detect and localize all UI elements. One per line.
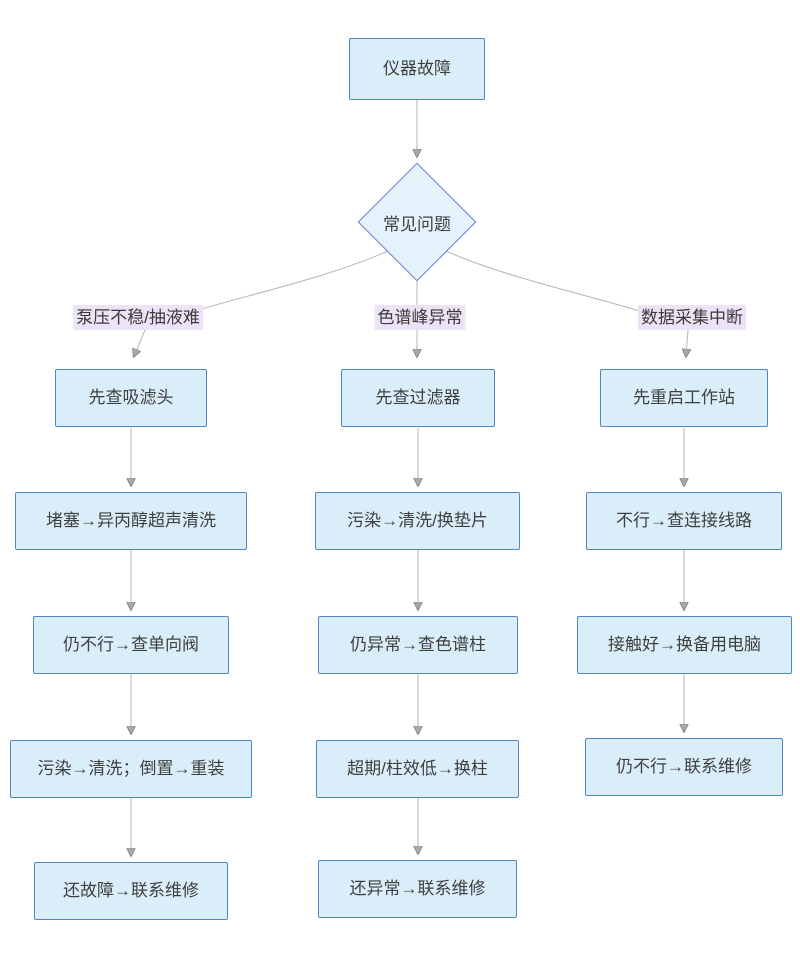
flow-node-mid-1: 先查过滤器 [341,369,495,427]
flow-node-root: 仪器故障 [349,38,485,100]
flow-node-mid-4: 超期/柱效低→换柱 [316,740,519,798]
edge-label-data: 数据采集中断 [638,305,746,330]
edge-label-pump: 泵压不稳/抽液难 [73,305,203,330]
flow-node-mid-3: 仍异常→查色谱柱 [318,616,518,674]
flow-node-left-5: 还故障→联系维修 [34,862,228,920]
flow-node-left-4: 污染→清洗；倒置→重装 [10,740,252,798]
flow-node-right-4: 仍不行→联系维修 [585,738,783,796]
flow-node-decision: 常见问题 [357,162,477,282]
decision-label: 常见问题 [383,214,451,234]
flow-node-left-2: 堵塞→异丙醇超声清洗 [15,492,247,550]
flow-node-right-2: 不行→查连接线路 [586,492,782,550]
flow-node-right-3: 接触好→换备用电脑 [577,616,792,674]
flow-node-left-3: 仍不行→查单向阀 [33,616,229,674]
flow-node-left-1: 先查吸滤头 [55,369,207,427]
flow-node-mid-5: 还异常→联系维修 [318,860,517,918]
edge-label-peak: 色谱峰异常 [374,305,466,330]
flow-node-mid-2: 污染→清洗/换垫片 [315,492,520,550]
flow-node-right-1: 先重启工作站 [600,369,768,427]
